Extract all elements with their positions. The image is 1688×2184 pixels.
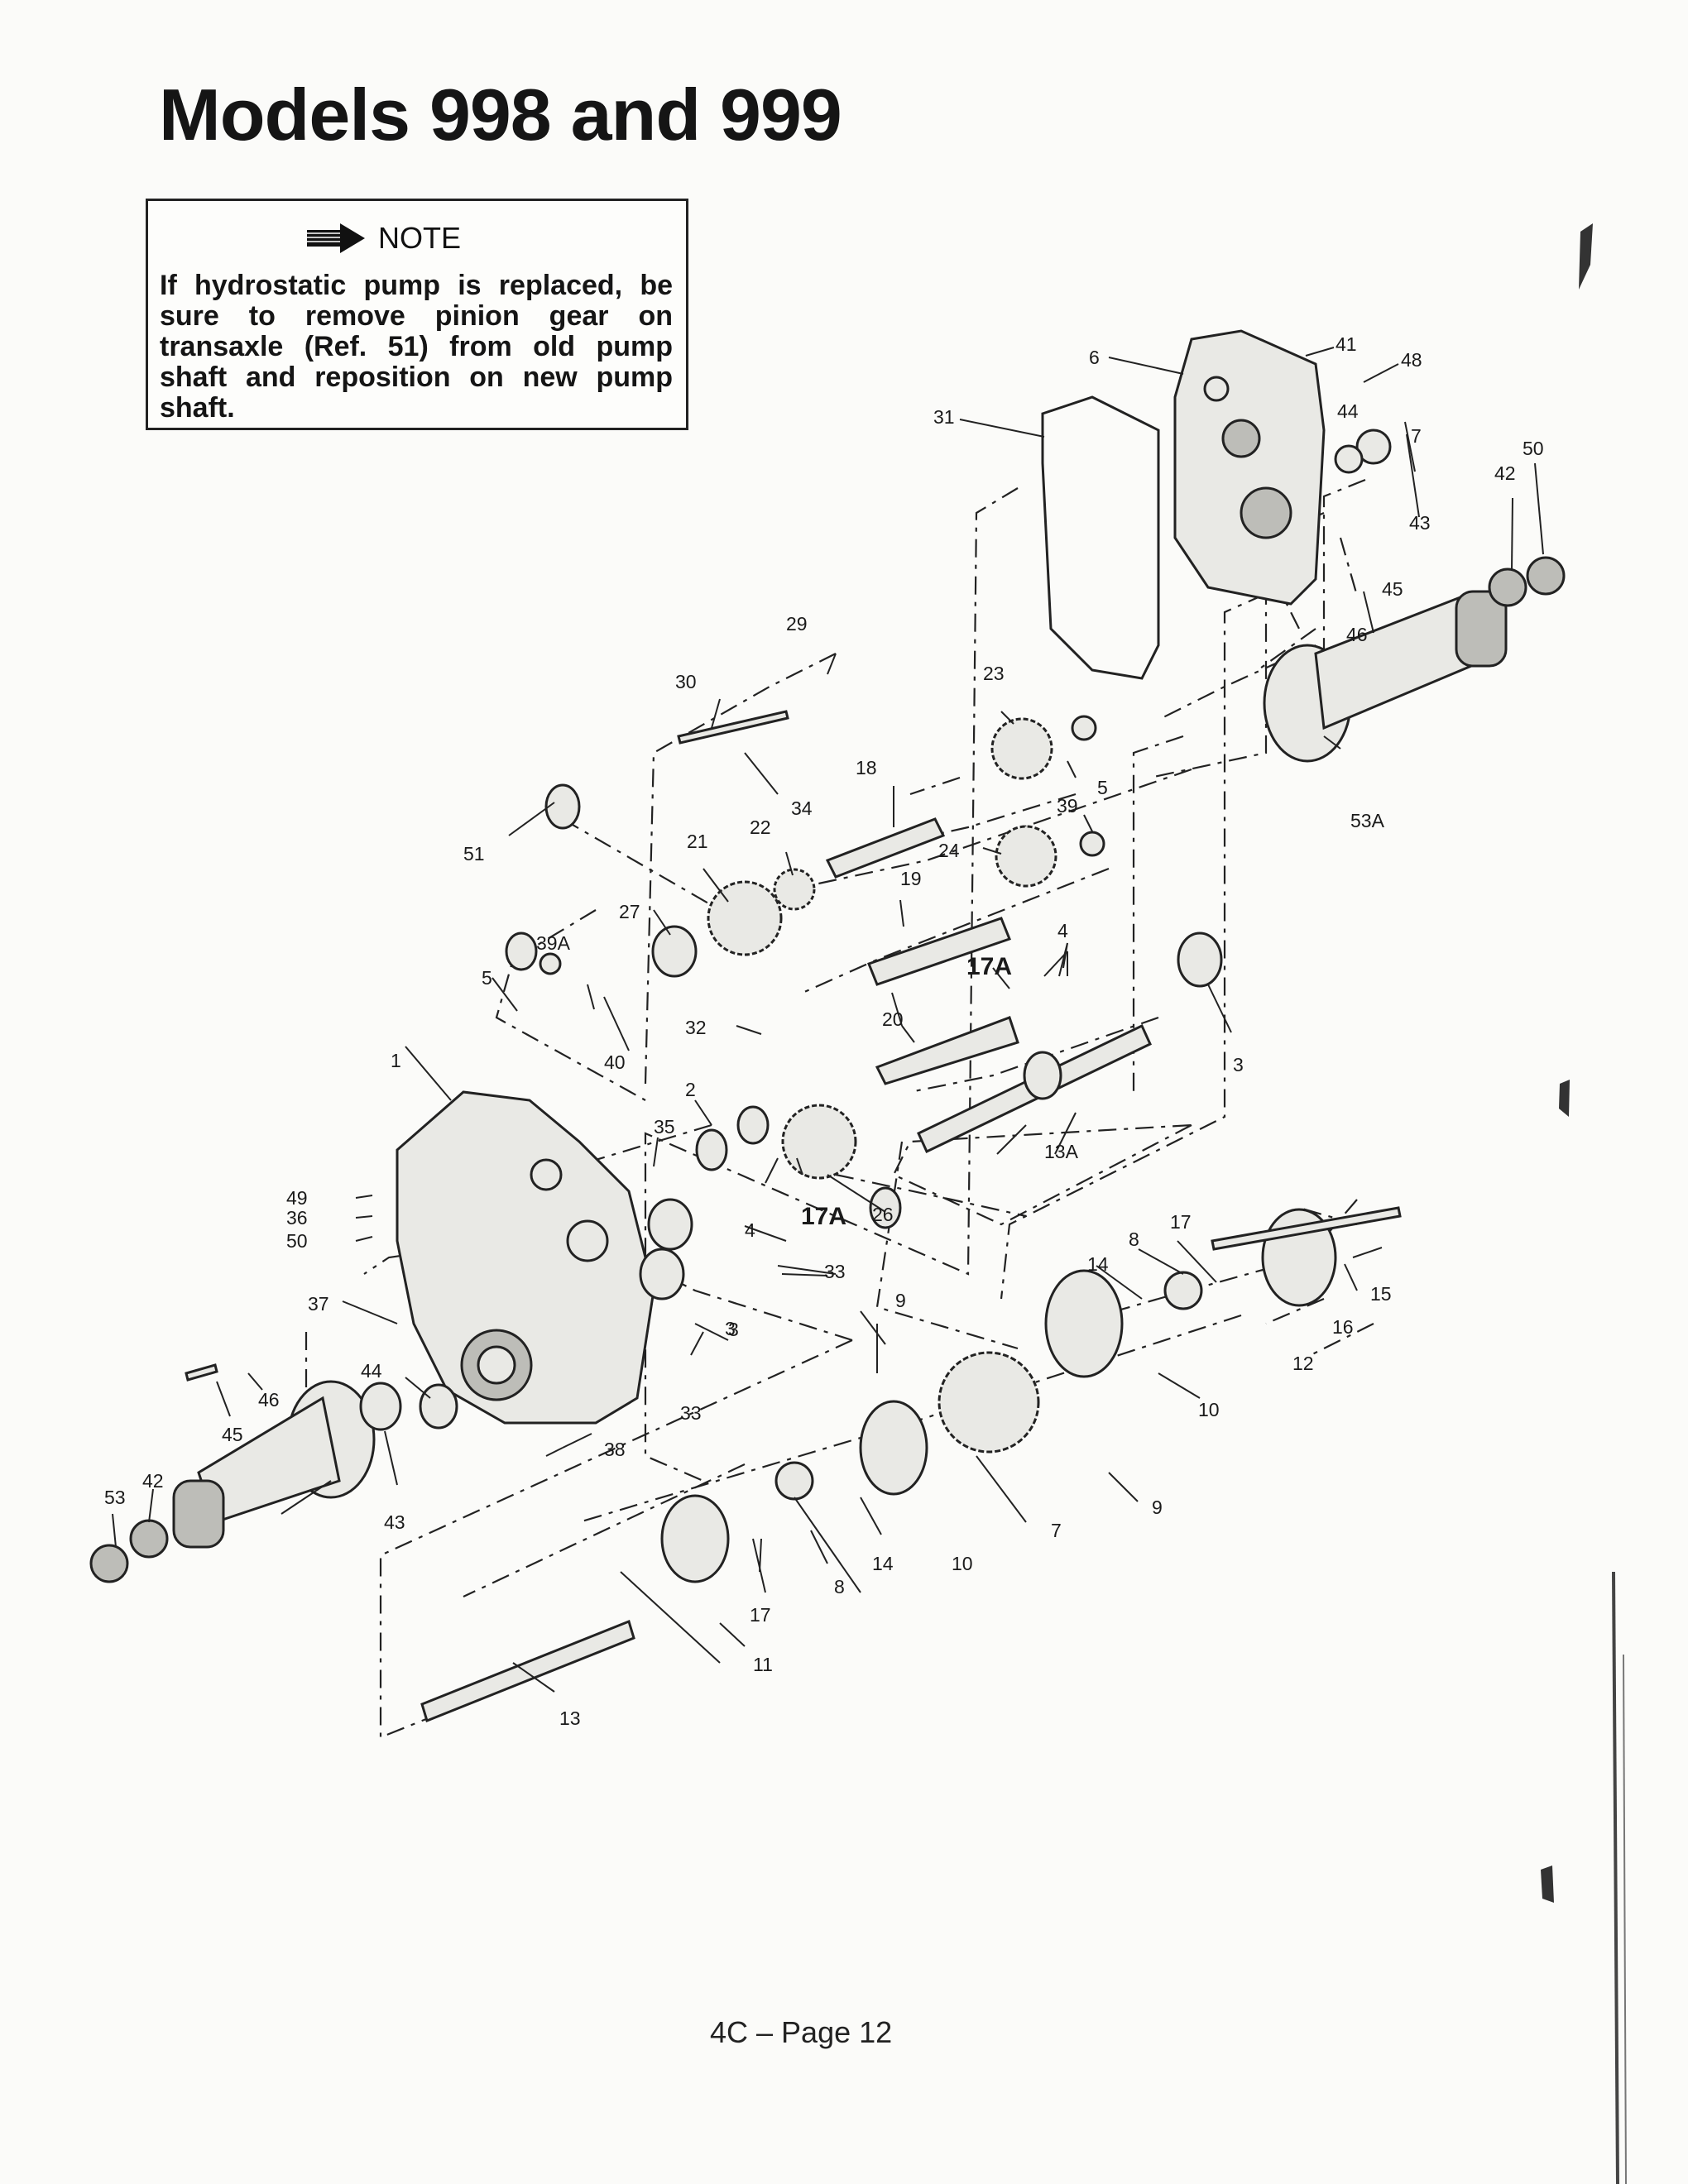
note-box: NOTE If hydrostatic pump is replaced, be… xyxy=(146,199,688,430)
bearing-parts xyxy=(359,429,1392,1431)
callout-47: 48 xyxy=(1401,349,1422,371)
callout-40: 40 xyxy=(604,1051,626,1073)
callout-26: 26 xyxy=(872,1204,894,1225)
callout-44-top: 44 xyxy=(1337,400,1359,422)
callout-39a: 39A xyxy=(536,932,571,954)
callout-22: 22 xyxy=(750,817,771,838)
callout-48: 49 xyxy=(286,1187,308,1209)
callout-31: 31 xyxy=(933,406,955,428)
callout-13: 13 xyxy=(559,1707,581,1729)
callout-11: 12 xyxy=(1292,1353,1314,1374)
callout-24: 24 xyxy=(938,840,960,861)
shaft-parts xyxy=(185,710,1402,1723)
callout-17-bottom: 17 xyxy=(750,1604,771,1626)
callout-20: 20 xyxy=(882,1008,904,1030)
callout-2: 2 xyxy=(685,1079,696,1100)
callout-17a-top: 17A xyxy=(966,953,1012,980)
callout-53a: 53A xyxy=(1350,810,1385,831)
note-label: NOTE xyxy=(378,221,462,255)
note-text: If hydrostatic pump is replaced, be sure… xyxy=(160,270,673,424)
callout-42-right: 42 xyxy=(1494,462,1516,484)
callout-19: 19 xyxy=(900,868,922,889)
callout-46-right: 46 xyxy=(1346,624,1368,645)
callout-9-bottom: 9 xyxy=(1152,1497,1163,1518)
callout-41: 41 xyxy=(1336,333,1357,355)
callout-50-right: 50 xyxy=(1523,438,1544,459)
callout-27: 27 xyxy=(619,901,640,922)
callout-38: 38 xyxy=(604,1439,626,1460)
part-53a-axle-right xyxy=(1263,556,1566,763)
callout-5-top: 5 xyxy=(1097,777,1108,798)
part-31-gasket xyxy=(1041,395,1160,680)
callout-14-right: 14 xyxy=(1087,1253,1109,1275)
callout-43-right: 43 xyxy=(1409,512,1431,534)
callout-36: 36 xyxy=(286,1207,308,1228)
callout-33-left: 33 xyxy=(680,1402,702,1424)
callout-1: 1 xyxy=(391,1050,401,1071)
callout-7-top: 7 xyxy=(1411,425,1422,447)
callout-3-mid: 3 xyxy=(725,1318,736,1339)
callout-33-right: 33 xyxy=(824,1261,846,1282)
callout-42-left: 42 xyxy=(142,1470,164,1492)
callout-51: 51 xyxy=(463,843,485,864)
part-6-cover-plate xyxy=(1173,329,1326,606)
callout-4-mid: 4 xyxy=(745,1219,755,1241)
callout-45-left: 45 xyxy=(222,1424,243,1445)
part-53-axle-left xyxy=(89,1380,376,1583)
callout-10-bottom: 10 xyxy=(952,1553,973,1574)
callout-labels: 6 41 48 31 44 50 42 43 45 46 7 29 30 23 … xyxy=(104,333,1544,1729)
callout-29: 29 xyxy=(786,613,808,635)
callout-23: 23 xyxy=(983,663,1005,684)
callout-12: 11 xyxy=(753,1654,773,1675)
arrow-right-icon xyxy=(307,223,365,253)
callout-9-top: 9 xyxy=(895,1290,906,1311)
callout-49: 50 xyxy=(286,1230,308,1252)
callout-17a-bottom: 17A xyxy=(801,1203,846,1230)
callout-17-right: 17 xyxy=(1170,1211,1192,1233)
part-1-housing xyxy=(396,1090,655,1425)
callout-34: 34 xyxy=(791,797,813,819)
callout-15: 15 xyxy=(1370,1283,1392,1305)
callout-14-bottom: 14 xyxy=(872,1553,894,1574)
note-header: NOTE xyxy=(305,219,461,257)
callout-46-left: 46 xyxy=(258,1389,280,1410)
callout-4-top: 4 xyxy=(1057,920,1068,941)
callout-7-bottom: 7 xyxy=(1051,1520,1062,1541)
callout-5-left: 5 xyxy=(482,967,492,989)
callout-43-left: 43 xyxy=(384,1511,405,1533)
callout-13a: 13A xyxy=(1044,1141,1079,1162)
page-title: Models 998 and 999 xyxy=(159,74,842,156)
callout-35: 35 xyxy=(654,1116,675,1138)
callout-10-right: 10 xyxy=(1198,1399,1220,1420)
callout-leaders xyxy=(112,347,1544,1693)
callout-32: 32 xyxy=(685,1017,707,1038)
callout-45-right: 45 xyxy=(1382,578,1403,600)
scan-artifacts xyxy=(1541,223,1627,2184)
callout-37: 37 xyxy=(308,1293,329,1315)
callout-39: 39 xyxy=(1057,795,1078,817)
callout-6: 6 xyxy=(1089,347,1100,368)
callout-3-top: 3 xyxy=(1233,1054,1244,1075)
callout-21: 21 xyxy=(687,831,708,852)
callout-18: 18 xyxy=(856,757,877,778)
callout-50-left: 53 xyxy=(104,1487,126,1508)
callout-3-bottom: 3 xyxy=(728,1319,739,1340)
callout-44-left: 44 xyxy=(361,1360,382,1382)
callout-8-right: 8 xyxy=(1129,1228,1139,1250)
callout-30: 30 xyxy=(675,671,697,692)
page-footer: 4C – Page 12 xyxy=(710,2015,893,2049)
callout-16: 16 xyxy=(1332,1316,1354,1338)
callout-8-bottom: 8 xyxy=(834,1576,845,1597)
